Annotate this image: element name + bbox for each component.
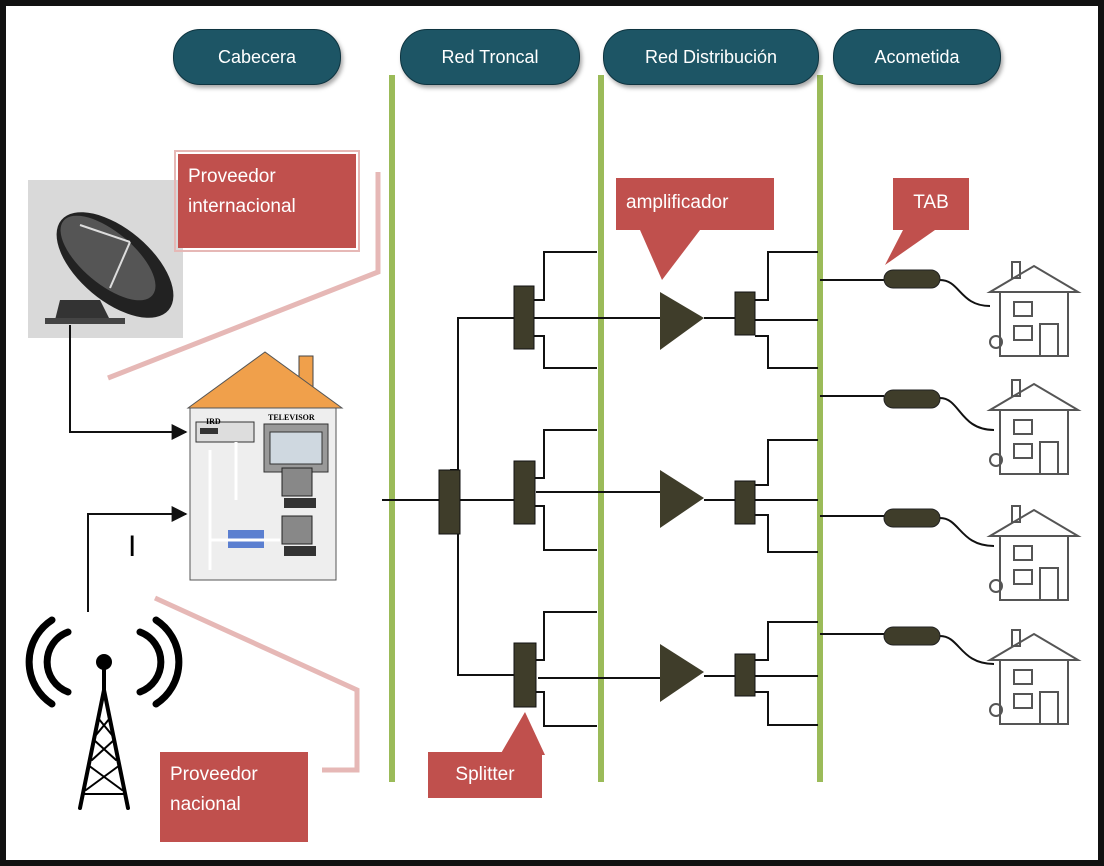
splitter-dist-3 — [734, 653, 756, 697]
callout-line-nacional — [153, 595, 360, 773]
callout-pointer-amplificador — [640, 230, 700, 280]
splitter-dist-1 — [734, 291, 756, 336]
header-red-troncal: Red Troncal — [400, 29, 580, 85]
callout-tab: TAB — [893, 178, 969, 230]
splitter-branch-2 — [513, 460, 536, 525]
arrow-from-satellite — [69, 325, 188, 440]
amplifier-3 — [660, 644, 704, 702]
amplifier-2 — [660, 470, 704, 528]
tab-2 — [883, 389, 941, 409]
ird-label: IRD — [206, 417, 221, 426]
televisor-label: TELEVISOR — [268, 413, 315, 422]
callout-line-internacional — [107, 172, 381, 381]
splitter-trunk — [438, 469, 461, 535]
header-cabecera: Cabecera — [173, 29, 341, 85]
house-icon — [986, 379, 1082, 475]
callout-proveedor-nacional: Proveedor nacional — [160, 752, 308, 842]
broadcast-tower-icon — [25, 616, 183, 810]
splitters — [438, 285, 756, 708]
amplifier-1 — [660, 292, 704, 350]
house-icon — [986, 629, 1082, 725]
callout-pointer-tab — [885, 230, 935, 265]
header-red-distribucion: Red Distribución — [603, 29, 819, 85]
splitter-dist-2 — [734, 480, 756, 525]
splitter-branch-1 — [513, 285, 535, 350]
callout-proveedor-internacional: Proveedor internacional — [174, 150, 360, 252]
amplifiers — [660, 292, 704, 702]
tab-3 — [883, 508, 941, 528]
marker-text: I — [128, 530, 136, 563]
callout-amplificador: amplificador — [616, 178, 774, 230]
house-icons — [986, 261, 1082, 725]
tab-4 — [883, 626, 941, 646]
headend-building — [186, 351, 344, 581]
arrow-from-tower — [87, 506, 188, 612]
callout-splitter: Splitter — [428, 752, 542, 798]
splitter-branch-3 — [513, 642, 537, 708]
house-icon — [986, 505, 1082, 601]
taps — [883, 269, 941, 646]
header-acometida: Acometida — [833, 29, 1001, 85]
callout-pointer-splitter — [500, 712, 545, 755]
house-icon — [986, 261, 1082, 357]
network-lines — [382, 251, 995, 727]
tab-1 — [883, 269, 941, 289]
satellite-dish-icon — [28, 180, 183, 338]
